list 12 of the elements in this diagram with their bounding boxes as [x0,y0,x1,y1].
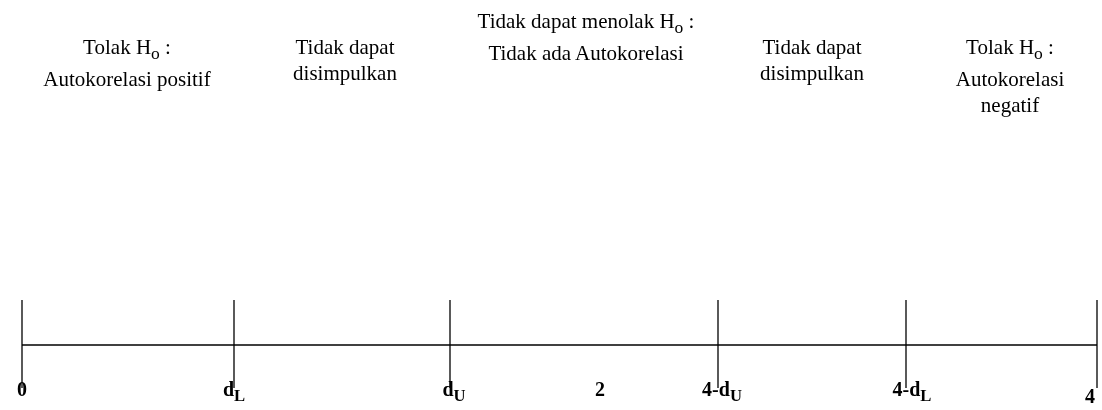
region-label: Tolak H$_{o}$ : Autokorelasi negatif [954,34,1066,119]
tick-label: d$_{L}$ [222,378,246,406]
tick-label: 4-d$_{L}$ [892,378,932,406]
region-label: Tidak dapat disimpulkan [292,34,398,86]
tick-label: 4 [1085,385,1095,408]
region-label: Tidak dapat disimpulkan [759,34,865,86]
tick-label: d$_{U}$ [442,378,466,406]
tick-label: 4-d$_{U}$ [702,378,742,406]
tick-label: 2 [595,378,605,401]
region-label: Tidak dapat menolak H$_{o}$ : Tidak ada Autokorelasi [476,8,696,67]
region-label: Tolak H$_{o}$ : Autokorelasi positif [42,34,212,93]
tick-label: 0 [17,378,27,401]
